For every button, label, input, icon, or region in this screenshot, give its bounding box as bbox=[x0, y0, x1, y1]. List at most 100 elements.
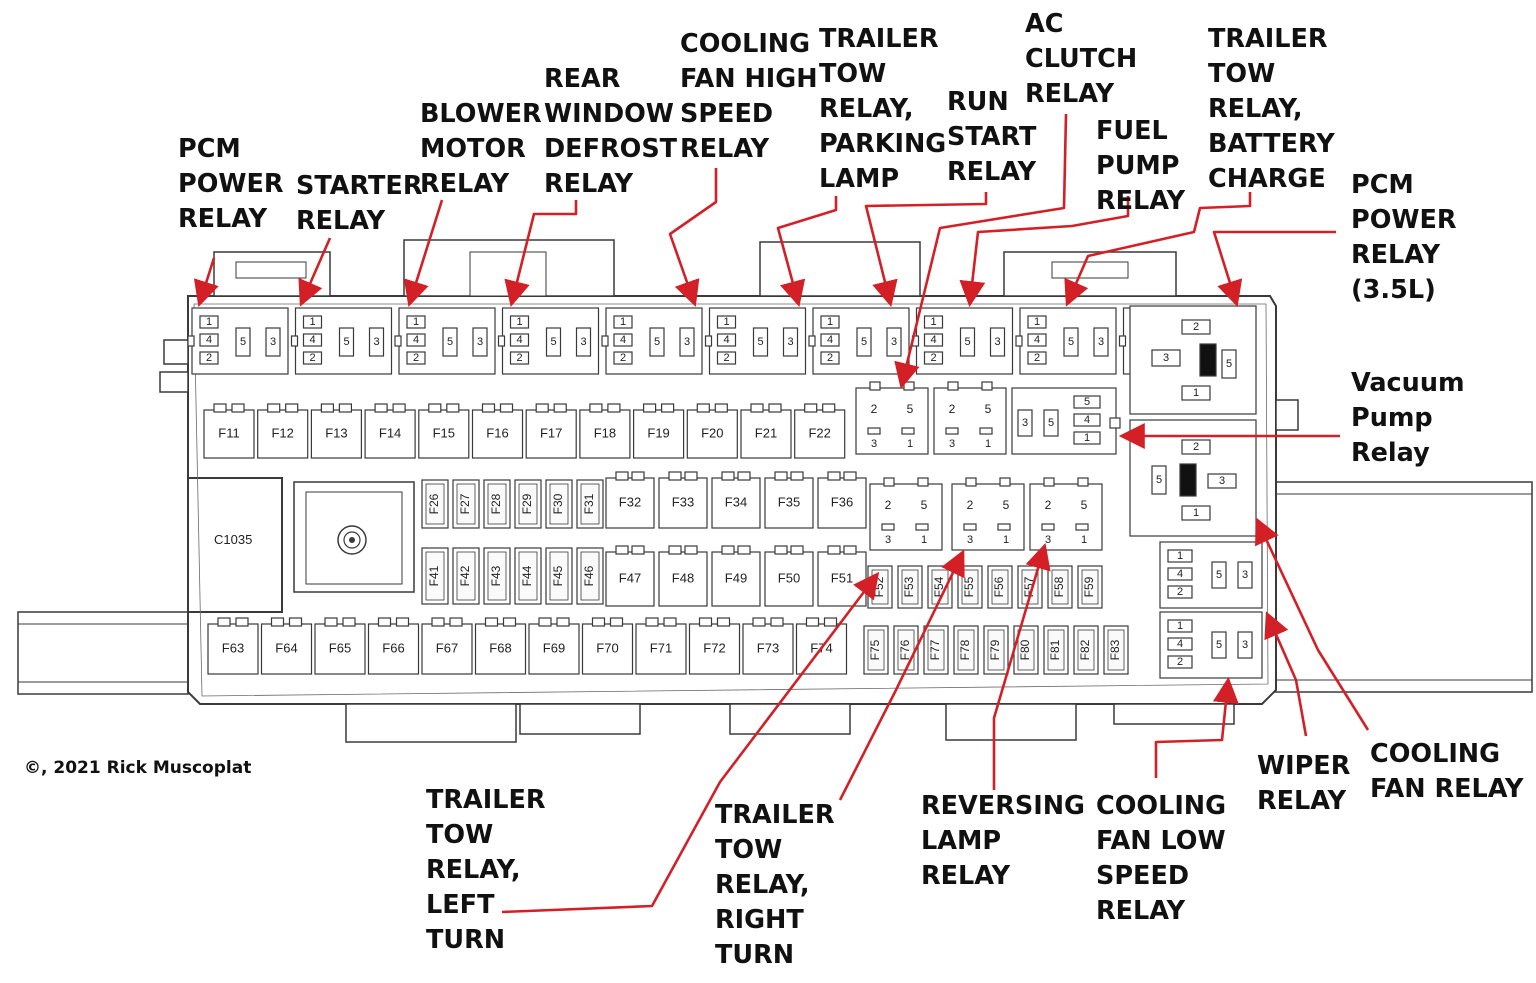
fuse-cartridge-body bbox=[260, 623, 313, 675]
fuse-cartridge-tab bbox=[342, 617, 356, 627]
fuse-cartridge-body bbox=[742, 623, 794, 675]
relay-pin-label: 5 bbox=[757, 336, 763, 348]
relay-pin-tab bbox=[903, 381, 915, 391]
relay-pin-label: 3 bbox=[891, 336, 897, 348]
leader-arrow bbox=[959, 196, 1130, 308]
relay-pin-box bbox=[1237, 631, 1253, 659]
fuse-cartridge-label: F64 bbox=[275, 640, 297, 655]
fuse-cartridge: F72 bbox=[688, 617, 741, 675]
fuse-mini: F52 bbox=[867, 565, 893, 609]
fuse-mini-label: F30 bbox=[551, 493, 565, 514]
relay-pin-slot bbox=[1075, 523, 1089, 531]
fuse-cartridge-body bbox=[740, 409, 792, 459]
fuse-mini-inner bbox=[456, 483, 476, 525]
relay-pin-box bbox=[1073, 431, 1101, 445]
relay-pin-box bbox=[1151, 349, 1181, 367]
fuse-cartridge-tab bbox=[235, 617, 249, 627]
relay-pin-label: 4 bbox=[1084, 414, 1090, 426]
fuse-cartridge-tab bbox=[320, 403, 334, 413]
relay-pin-label: 3 bbox=[1045, 534, 1051, 546]
relay-pin-label: 5 bbox=[1156, 474, 1162, 486]
fuse-cartridge-body bbox=[471, 409, 524, 459]
relay-pin-label: 1 bbox=[620, 316, 626, 328]
fuse-cartridge-body bbox=[310, 409, 362, 459]
relay-pin-slot bbox=[945, 427, 959, 435]
relay-pin-label: 2 bbox=[967, 498, 974, 512]
relay-pin-label: 3 bbox=[1242, 569, 1248, 581]
fuse-cartridge-label: F13 bbox=[325, 425, 347, 440]
top-clip bbox=[235, 261, 307, 279]
leader-arrow bbox=[668, 168, 718, 307]
fuse-cartridge-tab bbox=[374, 403, 388, 413]
fuse-mini: F53 bbox=[897, 565, 923, 609]
fuse-cartridge: F73 bbox=[742, 617, 794, 675]
leader-arrow bbox=[298, 237, 332, 307]
fuse-cartridge-tab bbox=[481, 403, 496, 413]
relay-square-body bbox=[855, 387, 929, 455]
relay-pin-label: 2 bbox=[1193, 321, 1199, 333]
relay-pin-box bbox=[509, 351, 530, 365]
fuse-cartridge: F49 bbox=[711, 545, 761, 607]
fuse-cartridge-label: F12 bbox=[271, 425, 293, 440]
fuse-cartridge-label: F35 bbox=[778, 494, 800, 509]
relay-pin-box bbox=[1181, 319, 1211, 335]
fuse-mini-inner bbox=[901, 569, 919, 605]
fuse-cartridge-tab bbox=[843, 471, 857, 481]
relay-clip bbox=[1015, 335, 1023, 347]
connector-bolt bbox=[349, 537, 355, 543]
relay-pin-label: 2 bbox=[871, 402, 878, 416]
relay-pin-box bbox=[1167, 549, 1193, 563]
fuse-cartridge-body bbox=[314, 623, 366, 675]
label-trailer-tow-battery-charge: TRAILER TOW RELAY, BATTERY CHARGE bbox=[1208, 24, 1335, 194]
relay-square-body bbox=[1029, 483, 1103, 551]
relay-pin-tab bbox=[917, 477, 929, 487]
relay-pin-box bbox=[509, 315, 530, 329]
relay-pin-tab bbox=[947, 381, 959, 391]
relay-pin-box bbox=[820, 333, 840, 347]
fuse-cartridge-tab bbox=[737, 545, 751, 555]
relay-pin-label: 5 bbox=[1216, 569, 1222, 581]
fuse-mini-label: F44 bbox=[520, 565, 534, 586]
relay-pin-label: 3 bbox=[373, 336, 379, 348]
fuse-cartridge-label: F19 bbox=[647, 425, 669, 440]
fuse-mini-label: F53 bbox=[902, 576, 916, 597]
relay-pin-box bbox=[923, 333, 944, 347]
fuse-cartridge-tab bbox=[589, 403, 603, 413]
fuse-cartridge-tab bbox=[431, 617, 445, 627]
relay-pin-box bbox=[1221, 349, 1237, 379]
relay-pin-box bbox=[1073, 395, 1101, 409]
fuse-cartridge: F36 bbox=[817, 471, 867, 529]
side-tab bbox=[163, 339, 189, 365]
relay-pin-label: 3 bbox=[1022, 417, 1028, 429]
connector-label: C1035 bbox=[214, 532, 252, 547]
relay-clip bbox=[1118, 335, 1127, 347]
label-vacuum-pump-relay: Vacuum Pump Relay bbox=[1351, 368, 1465, 468]
fuse-cartridge-tab bbox=[377, 617, 392, 627]
fuse-mini-label: F82 bbox=[1078, 639, 1092, 660]
bottom-clip bbox=[519, 703, 641, 735]
fuse-mini-label: F43 bbox=[489, 565, 503, 586]
leader-arrow bbox=[864, 192, 988, 308]
fuse-mini-inner bbox=[549, 551, 569, 601]
fuse-cartridge-label: F49 bbox=[725, 570, 747, 585]
fuse-mini-inner bbox=[931, 569, 949, 605]
fuse-cartridge-body bbox=[367, 623, 420, 675]
fuse-cartridge: F21 bbox=[740, 403, 792, 459]
relay-pin-box bbox=[820, 315, 840, 329]
fuse-cartridge: F35 bbox=[764, 471, 814, 529]
relay-pin-box bbox=[199, 315, 219, 329]
fuse-cartridge-body bbox=[711, 477, 761, 529]
fuse-mini-inner bbox=[1081, 569, 1099, 605]
fuse-cartridge-tab bbox=[484, 617, 499, 627]
relay-pin-label: 4 bbox=[1034, 334, 1040, 346]
fuse-mini: F58 bbox=[1047, 565, 1073, 609]
fuse-cartridge-tab bbox=[642, 403, 657, 413]
leader-arrow bbox=[1264, 611, 1308, 737]
